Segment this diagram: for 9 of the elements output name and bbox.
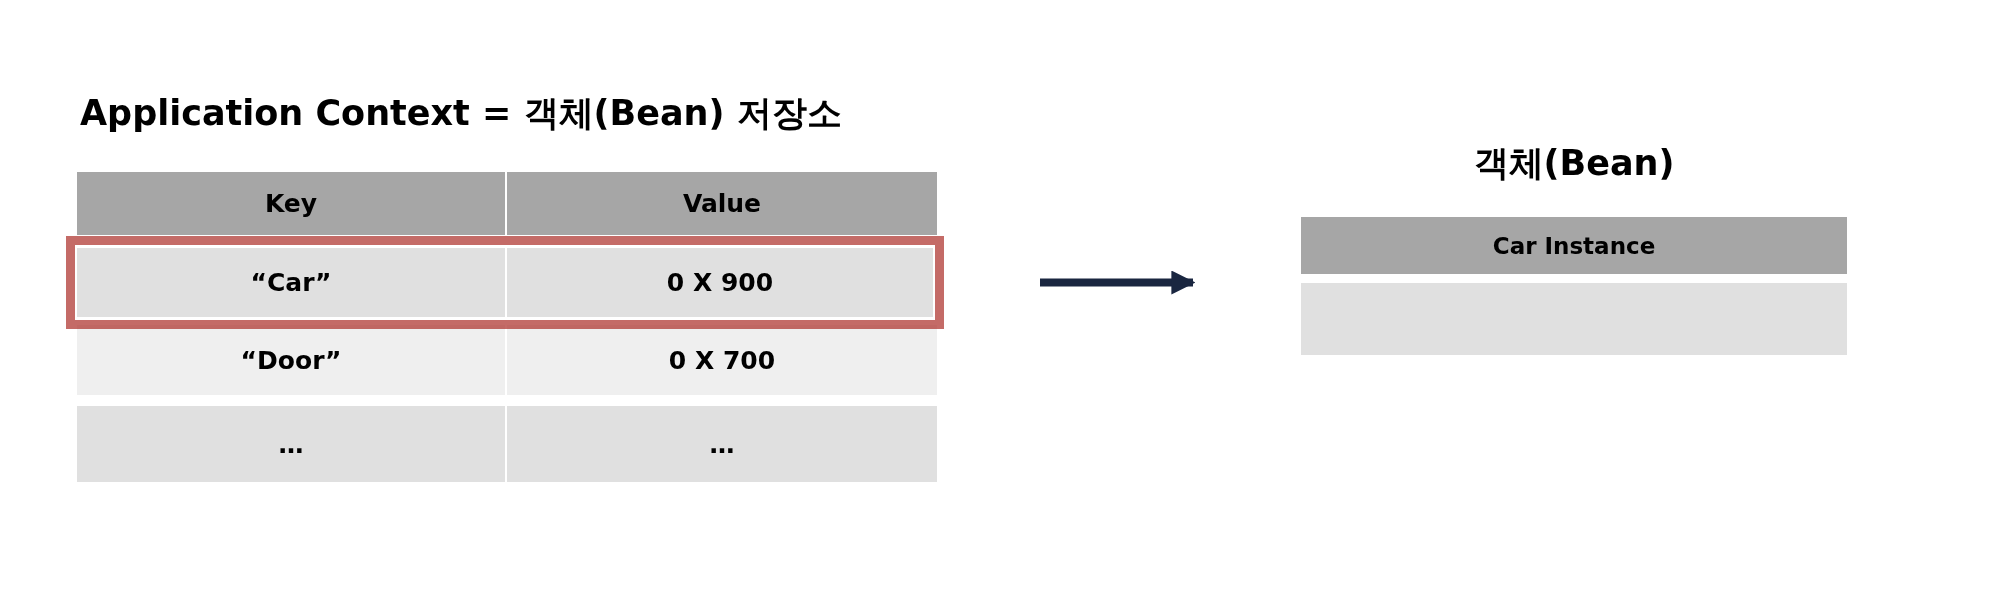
table-cell: “Car”: [77, 248, 505, 317]
header-cell: Value: [507, 172, 937, 235]
table-cell: …: [77, 406, 505, 482]
table-title: Application Context = 객체(Bean) 저장소: [80, 92, 842, 135]
table-cell: 0 X 900: [507, 248, 933, 317]
object-title: 객체(Bean): [1472, 142, 1676, 185]
header-cell: Car Instance: [1301, 217, 1847, 274]
table-cell: …: [507, 406, 937, 482]
header-cell: Key: [77, 172, 505, 235]
